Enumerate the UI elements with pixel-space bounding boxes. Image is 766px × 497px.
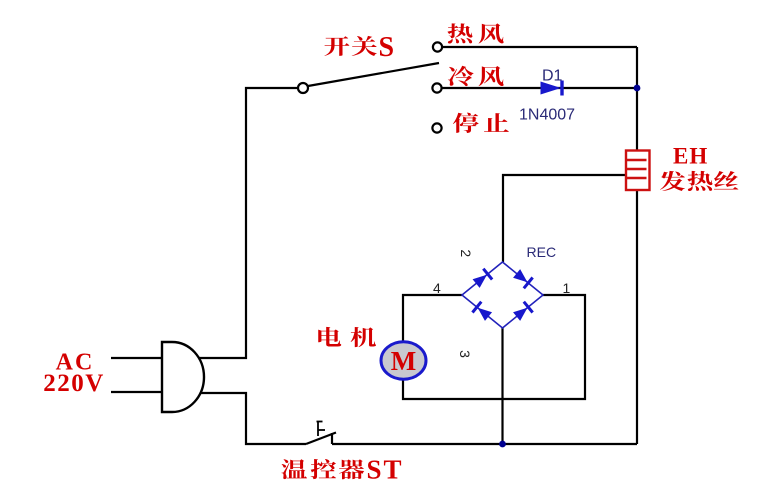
svg-text:2: 2 [458,249,474,257]
svg-text:4: 4 [433,280,441,296]
svg-text:1: 1 [563,280,571,296]
svg-text:REC: REC [527,244,557,260]
svg-text:D1: D1 [542,68,563,85]
svg-text:AC: AC [56,350,95,376]
svg-text:M: M [391,346,416,376]
svg-text:S: S [379,32,395,63]
svg-text:220V: 220V [43,370,105,397]
svg-text:ST: ST [367,455,404,485]
svg-text:1N4007: 1N4007 [519,107,575,124]
svg-text:3: 3 [457,350,473,358]
svg-text:EH: EH [673,144,708,169]
